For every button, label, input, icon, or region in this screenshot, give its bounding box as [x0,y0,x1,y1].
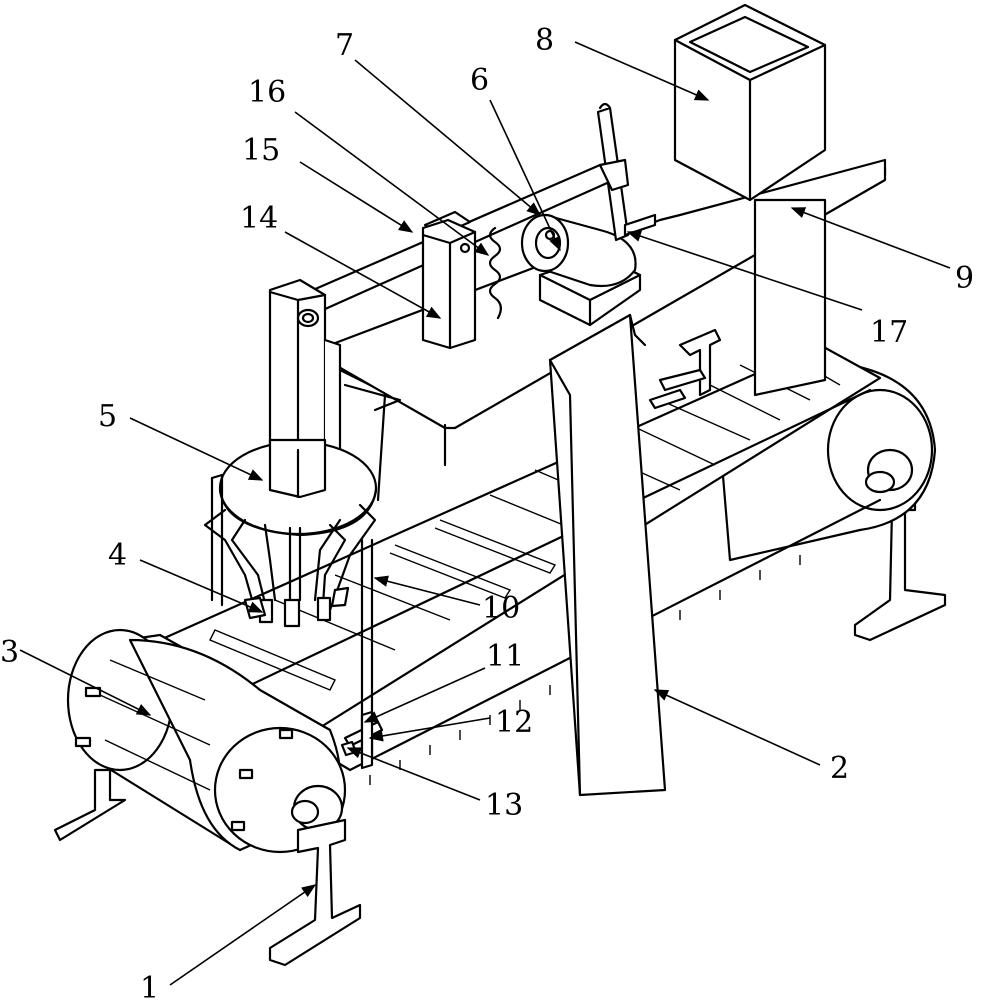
left-stand-front [268,818,362,967]
leader-5 [129,417,264,481]
leader-7 [354,59,542,216]
left-drum [66,628,347,854]
callouts: 1 2 3 4 5 6 7 8 9 10 11 12 13 14 15 16 1… [0,23,974,1005]
leader-9 [790,207,951,269]
gripper-assembly [203,503,377,628]
label-17: 17 [870,315,908,350]
leader-10 [373,575,481,606]
leader-3 [19,649,152,716]
leader-2 [653,689,821,766]
leader-6 [489,99,561,252]
label-8: 8 [535,23,554,58]
label-16: 16 [248,75,286,110]
label-13: 13 [485,788,523,823]
conveyor [53,343,947,967]
platform-bracket [648,328,722,410]
label-6: 6 [470,63,489,98]
label-2: 2 [830,751,849,786]
label-7: 7 [335,28,354,63]
left-stand-rear [53,768,127,842]
motor [520,213,642,327]
label-5: 5 [98,399,117,434]
leader-15 [299,161,414,233]
hopper-column [753,198,827,397]
leader-14 [284,231,442,319]
label-15: 15 [242,133,280,168]
label-1: 1 [140,971,159,1000]
label-3: 3 [0,635,19,670]
right-stand [853,498,947,642]
leader-17 [626,230,863,311]
label-14: 14 [240,201,278,236]
leader-12 [368,717,491,742]
leader-4 [139,559,264,613]
label-12: 12 [495,705,533,740]
chute [548,313,667,797]
label-4: 4 [108,538,127,573]
leader-16 [294,111,490,256]
rotary-disc [218,438,378,537]
leader-13 [346,747,481,801]
label-10: 10 [482,591,520,626]
label-9: 9 [955,261,974,296]
leader-8 [574,41,710,101]
spring [488,226,502,320]
leader-1 [169,884,317,986]
label-11: 11 [486,639,524,674]
hopper [673,3,827,202]
leader-11 [363,667,486,723]
